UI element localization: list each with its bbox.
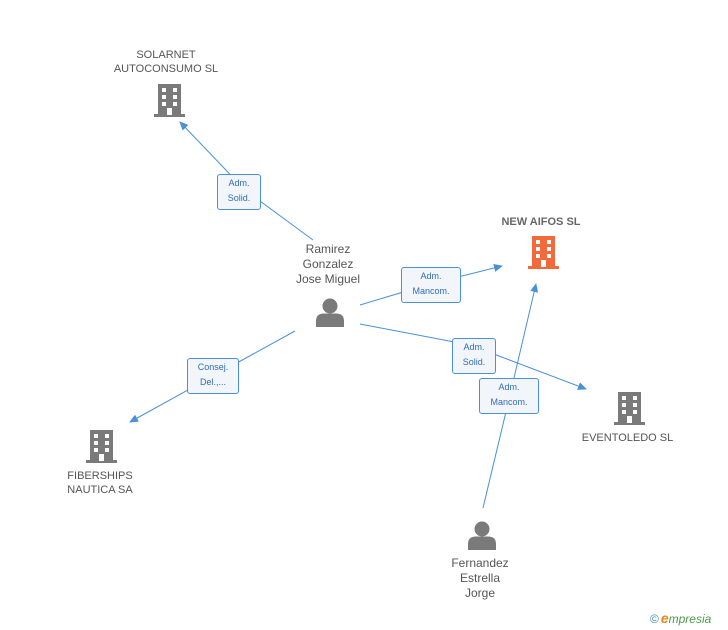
company-label-eventoledo[interactable]: EVENTOLEDO SL	[581, 432, 674, 444]
person-icon[interactable]	[468, 521, 496, 551]
copyright-icon: ©	[650, 612, 659, 626]
edge-label-consej-del: Consej. Del.,...	[187, 358, 239, 394]
building-icon[interactable]	[614, 392, 645, 425]
edge-label-adm-mancom: Adm. Mancom.	[479, 378, 539, 414]
building-icon[interactable]	[86, 430, 117, 463]
building-icon[interactable]	[154, 84, 185, 117]
company-label-new-aifos[interactable]: NEW AIFOS SL	[501, 216, 581, 228]
brand-name: mpresia	[668, 612, 712, 626]
company-label-solarnet[interactable]: SOLARNET AUTOCONSUMO SL	[113, 49, 219, 75]
edge-label-adm-solid: Adm. Solid.	[452, 338, 496, 374]
building-icon[interactable]	[528, 236, 559, 269]
person-label-ramirez[interactable]: Ramirez Gonzalez Jose Miguel	[295, 242, 361, 286]
empresia-watermark: ©empresia	[650, 610, 711, 626]
edge-label-adm-solid: Adm. Solid.	[217, 174, 261, 210]
brand-initial: e	[660, 610, 669, 626]
person-label-fernandez[interactable]: Fernandez Estrella Jorge	[451, 556, 509, 600]
person-icon[interactable]	[316, 298, 344, 328]
company-label-fiberships[interactable]: FIBERSHIPS NAUTICA SA	[67, 470, 133, 496]
edge-label-adm-mancom: Adm. Mancom.	[401, 267, 461, 303]
